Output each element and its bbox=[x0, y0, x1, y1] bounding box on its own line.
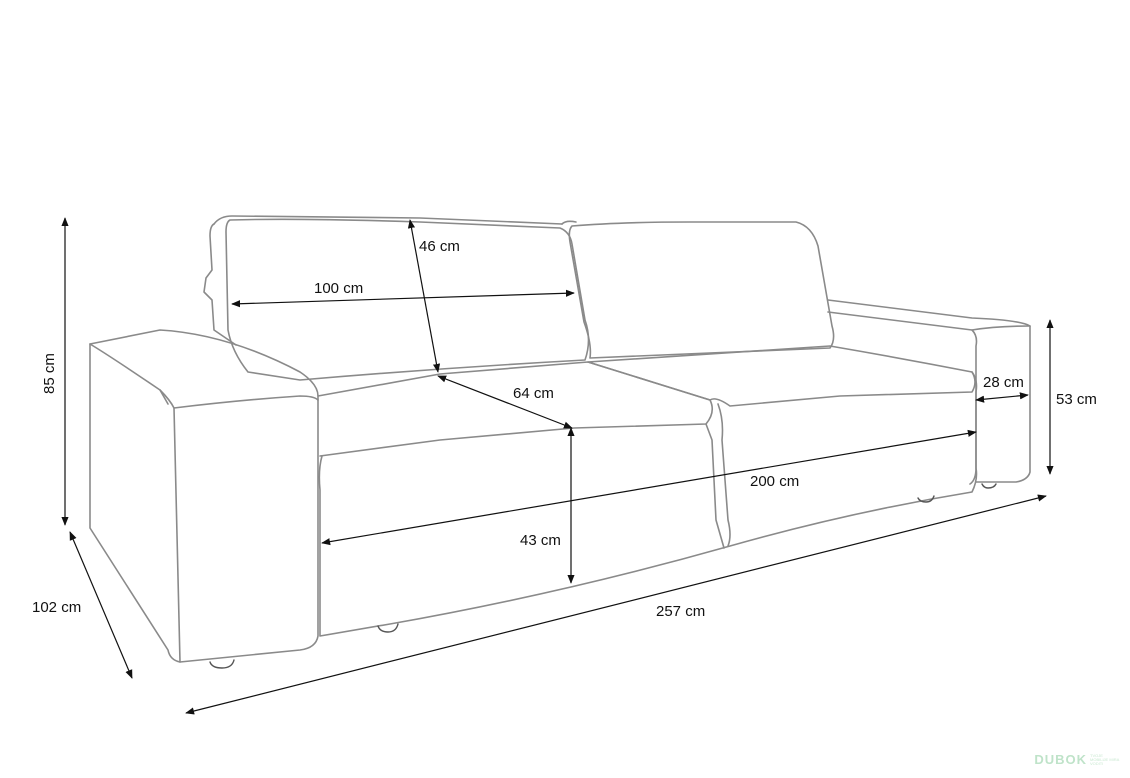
dimline-seat-depth bbox=[437, 375, 573, 429]
label-armrest-width: 28 cm bbox=[983, 374, 1024, 391]
sofa-outline bbox=[89, 215, 1031, 669]
watermark-tagline: TVOJE MOBILIJE MIRA VODITI bbox=[1090, 752, 1120, 766]
foot-back-right bbox=[917, 495, 935, 503]
watermark-logo: DUBOK TVOJE MOBILIJE MIRA VODITI bbox=[1034, 752, 1120, 767]
dimline-back-cushion-width bbox=[231, 289, 575, 308]
left-seat-cushion bbox=[317, 361, 714, 457]
foot-right bbox=[981, 483, 997, 489]
left-back-cushion bbox=[225, 218, 590, 381]
dimension-lines bbox=[61, 217, 1054, 715]
label-total-width: 257 cm bbox=[656, 603, 705, 620]
dimension-labels: 46 cm 100 cm 64 cm 28 cm 85 cm 53 cm 200… bbox=[32, 238, 1097, 620]
label-total-height: 85 cm bbox=[41, 353, 58, 394]
label-seat-depth: 64 cm bbox=[513, 385, 554, 402]
label-total-depth: 102 cm bbox=[32, 599, 81, 616]
label-back-cushion-height: 46 cm bbox=[419, 238, 460, 255]
label-seat-width: 200 cm bbox=[750, 473, 799, 490]
left-back-cushion-piping bbox=[203, 223, 237, 346]
label-armrest-height: 53 cm bbox=[1056, 391, 1097, 408]
watermark-brand: DUBOK bbox=[1034, 752, 1087, 767]
dimline-total-depth bbox=[69, 531, 133, 679]
right-armrest bbox=[827, 299, 1031, 483]
label-seat-height: 43 cm bbox=[520, 532, 561, 549]
left-armrest bbox=[89, 329, 319, 663]
label-back-cushion-width: 100 cm bbox=[314, 280, 363, 297]
foot-front-left bbox=[209, 659, 235, 669]
right-back-cushion bbox=[568, 221, 835, 359]
dimline-armrest-width bbox=[975, 392, 1029, 403]
dimline-seat-width bbox=[321, 429, 977, 546]
dimline-total-width bbox=[185, 494, 1047, 715]
